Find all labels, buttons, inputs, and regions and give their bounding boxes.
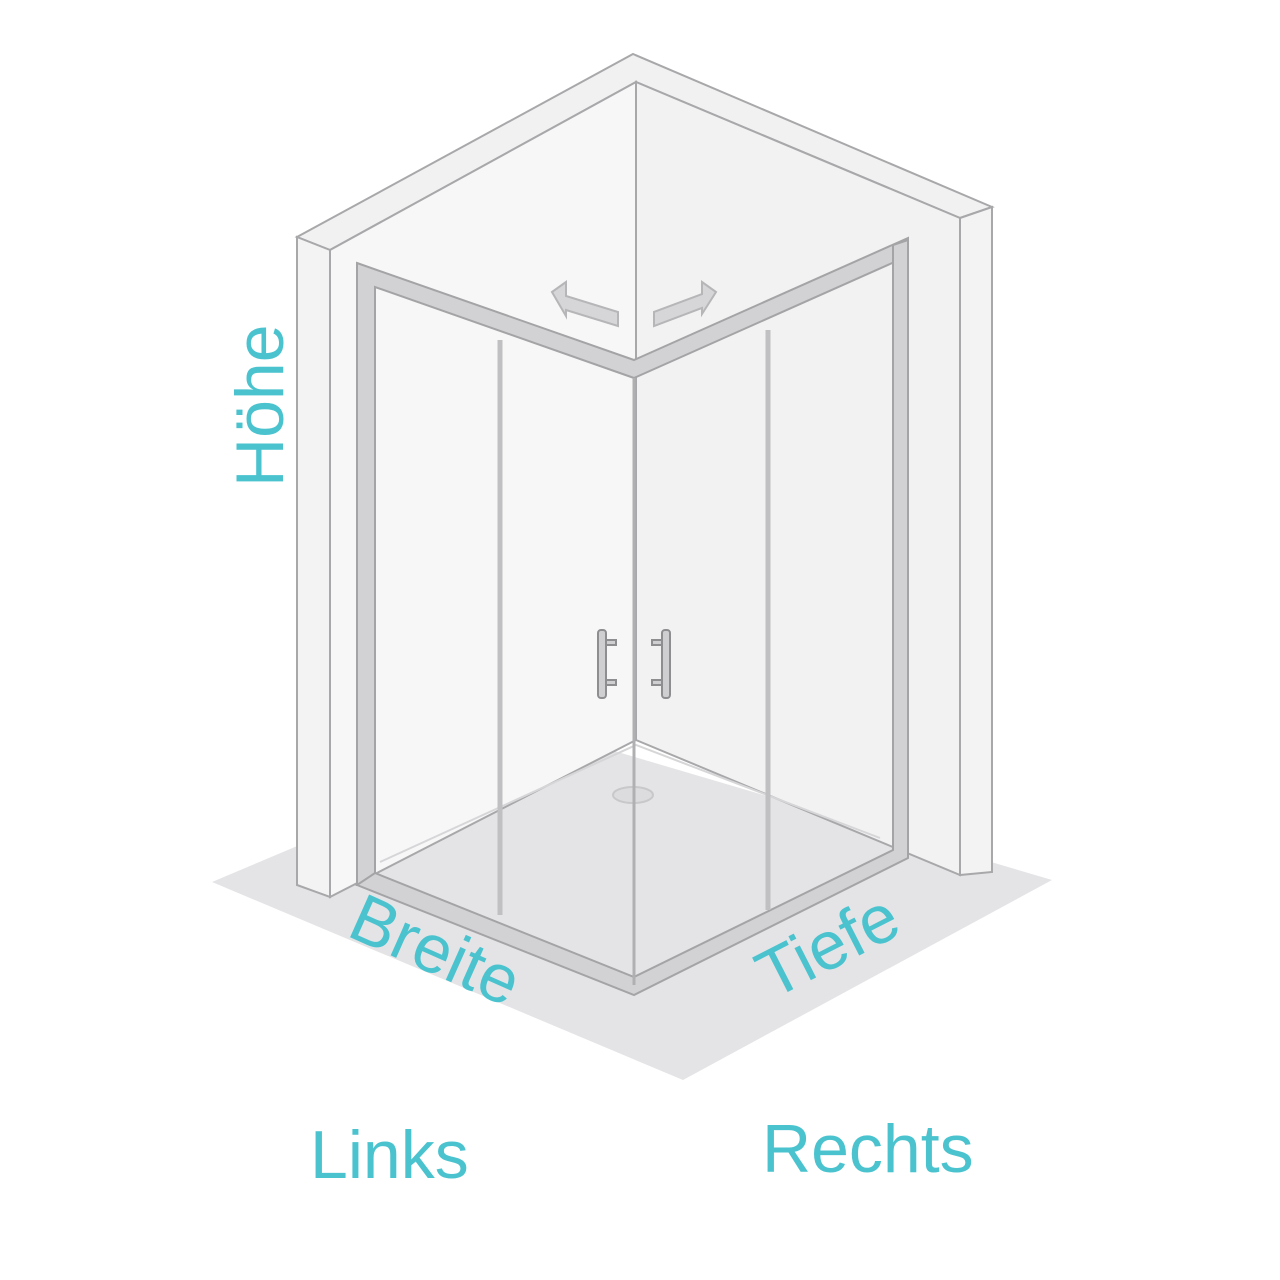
height-label: Höhe <box>222 324 298 487</box>
right-option-label[interactable]: Rechts <box>762 1111 974 1187</box>
door-handles <box>597 629 671 699</box>
arrow-left-icon <box>550 280 619 328</box>
sliding-arrows <box>550 280 718 328</box>
glass-frame <box>354 236 909 997</box>
handle-right-icon <box>661 629 671 699</box>
handle-left-icon <box>597 629 607 699</box>
arrow-right-icon <box>653 280 718 328</box>
left-option-label[interactable]: Links <box>310 1117 469 1193</box>
